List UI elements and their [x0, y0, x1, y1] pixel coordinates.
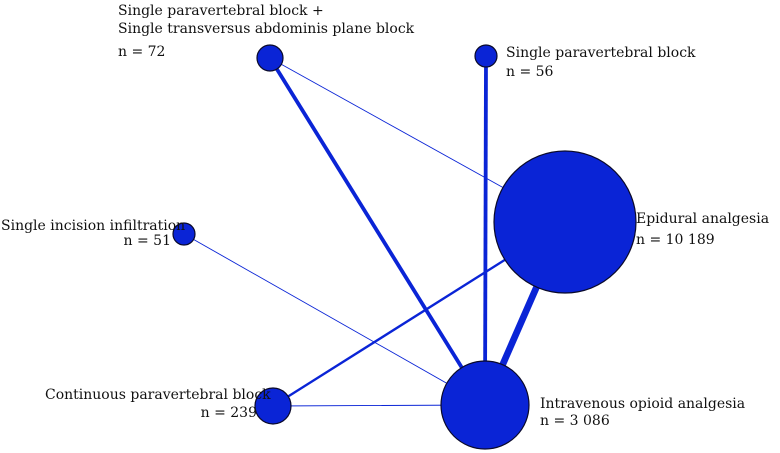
- label-cpvb: Continuous paravertebral block: [45, 387, 271, 403]
- nodes-layer: [172, 44, 637, 450]
- node-spvb-stap: [256, 44, 284, 72]
- edge-spvb-stap-to-iv: [268, 56, 487, 407]
- label-epidural-n: n = 10 189: [636, 232, 715, 248]
- node-spvb: [474, 44, 498, 68]
- label-iv: Intravenous opioid analgesia: [540, 396, 745, 412]
- label-spvb-stap-line2: Single transversus abdominis plane block: [118, 21, 415, 37]
- node-sii: [172, 222, 196, 246]
- node-epidural: [493, 150, 637, 294]
- node-cpvb: [254, 387, 292, 425]
- label-spvb-n: n = 56: [506, 64, 554, 80]
- label-spvb-stap-n: n = 72: [118, 44, 165, 60]
- edge-sii-to-iv: [183, 233, 486, 406]
- label-cpvb-n: n = 239: [201, 405, 257, 421]
- edge-spvb-to-iv: [483, 55, 488, 406]
- label-sii-n: n = 51: [124, 233, 171, 249]
- label-spvb-stap-line1: Single paravertebral block +: [118, 3, 324, 19]
- label-iv-n: n = 3 086: [540, 413, 610, 429]
- label-spvb: Single paravertebral block: [506, 45, 696, 61]
- label-epidural: Epidural analgesia: [636, 211, 769, 227]
- label-sii: Single incision infiltration: [1, 218, 185, 234]
- node-iv: [440, 360, 530, 450]
- labels-layer: Single paravertebral block + Single tran…: [1, 3, 769, 429]
